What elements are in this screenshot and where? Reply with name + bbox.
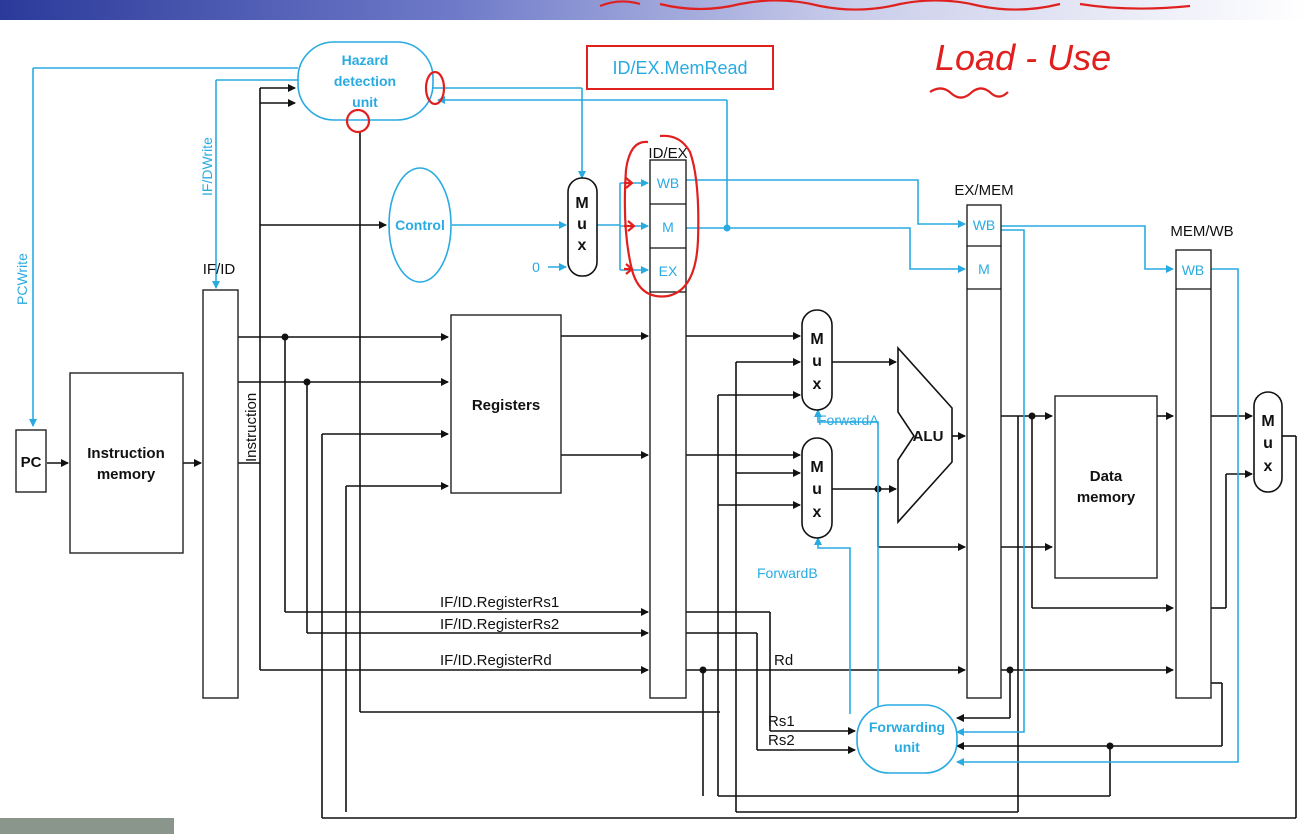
- writeback-mux-letter-u: u: [1263, 435, 1273, 452]
- rs1-full-label: IF/ID.RegisterRs1: [440, 594, 559, 611]
- rs2-full-label: IF/ID.RegisterRs2: [440, 616, 559, 633]
- instruction-memory-label-line1: Instruction: [87, 445, 165, 462]
- control-unit: Control: [388, 167, 452, 283]
- forward-a-mux-letter-u: u: [812, 353, 822, 370]
- writeback-mux: M u x: [1253, 391, 1283, 493]
- footer-bar: [0, 818, 174, 834]
- mem-wb-register: WB MEM/WB: [1170, 223, 1234, 699]
- hazard-unit-label-line3: unit: [352, 94, 378, 110]
- datapath-wires: [47, 84, 1297, 819]
- rs1-label: Rs1: [768, 713, 795, 730]
- red-arrow-ex: [624, 263, 634, 275]
- rs2-label: Rs2: [768, 732, 795, 749]
- load-use-underline: [929, 87, 1009, 99]
- alu: ALU: [897, 345, 953, 525]
- forwarding-unit-label-line1: Forwarding: [869, 719, 945, 735]
- data-memory-label-line2: memory: [1077, 489, 1136, 506]
- pc-block: PC: [15, 429, 47, 493]
- forward-a-mux-letter-x: x: [813, 376, 822, 393]
- id-ex-m-field: M: [662, 219, 674, 235]
- forward-a-label: ForwardA: [818, 412, 879, 428]
- ex-mem-wb-field: WB: [973, 217, 996, 233]
- writeback-mux-letter-m: M: [1261, 413, 1274, 430]
- if-d-write-label: IF/DWrite: [199, 137, 215, 196]
- registers-block: Registers: [450, 314, 562, 494]
- mem-wb-wb-field: WB: [1182, 262, 1205, 278]
- if-id-register: IF/ID Instruction: [202, 261, 260, 699]
- forward-a-mux: M u x: [801, 309, 833, 411]
- id-ex-ex-field: EX: [659, 263, 678, 279]
- rd-full-label: IF/ID.RegisterRd: [440, 652, 552, 669]
- forward-b-mux: M u x: [801, 437, 833, 539]
- hazard-unit-label-line1: Hazard: [342, 52, 389, 68]
- pc-write-label: PCWrite: [14, 253, 30, 305]
- id-ex-label: ID/EX: [648, 145, 687, 162]
- red-annotations: Load - Use: [345, 37, 1111, 298]
- id-ex-wb-field: WB: [657, 175, 680, 191]
- hazard-unit-label-line2: detection: [334, 73, 396, 89]
- id-ex-memread-box: ID/EX.MemRead: [586, 45, 774, 90]
- load-use-annotation: Load - Use: [935, 37, 1111, 78]
- red-arrow-wb: [624, 177, 634, 189]
- id-ex-register: WB M EX ID/EX: [648, 145, 688, 699]
- red-circle-hazard-output: [424, 70, 446, 106]
- pc-label: PC: [21, 454, 42, 471]
- registers-label: Registers: [472, 397, 540, 414]
- data-memory-block: Data memory: [1054, 395, 1158, 579]
- red-scribble-top: [599, 0, 1191, 11]
- rd-label: Rd: [774, 652, 793, 669]
- id-ex-memread-label: ID/EX.MemRead: [612, 58, 747, 78]
- hazard-detection-unit: Hazard detection unit: [297, 41, 434, 121]
- instruction-vertical-label: Instruction: [243, 393, 260, 462]
- red-arrow-m: [624, 220, 636, 232]
- data-memory-label-line1: Data: [1090, 468, 1123, 485]
- red-circle-hazard-input: [345, 108, 371, 134]
- control-wires: [29, 67, 1239, 766]
- alu-label: ALU: [913, 428, 944, 445]
- control-label: Control: [395, 217, 445, 233]
- forward-b-label: ForwardB: [757, 565, 818, 581]
- ex-mem-m-field: M: [978, 261, 990, 277]
- instruction-memory-block: Instruction memory: [69, 372, 184, 554]
- forward-b-mux-letter-m: M: [810, 459, 823, 476]
- instruction-memory-label-line2: memory: [97, 466, 156, 483]
- control-mux-letter-u: u: [577, 216, 587, 233]
- red-loop-id-ex-control: [623, 134, 700, 298]
- forward-b-mux-letter-x: x: [813, 504, 822, 521]
- mem-wb-label: MEM/WB: [1170, 223, 1233, 240]
- forward-a-mux-letter-m: M: [810, 331, 823, 348]
- ex-mem-register: WB M EX/MEM: [954, 182, 1014, 699]
- forwarding-unit-label-line2: unit: [894, 739, 920, 755]
- if-id-label: IF/ID: [203, 261, 236, 278]
- zero-input-label: 0: [532, 259, 540, 275]
- control-mux-letter-x: x: [578, 237, 587, 254]
- control-mux: M u x 0: [532, 177, 598, 277]
- ex-mem-label: EX/MEM: [954, 182, 1013, 199]
- forwarding-unit: Forwarding unit: [856, 704, 958, 774]
- control-mux-letter-m: M: [575, 195, 588, 212]
- writeback-mux-letter-x: x: [1264, 458, 1273, 475]
- forward-b-mux-letter-u: u: [812, 481, 822, 498]
